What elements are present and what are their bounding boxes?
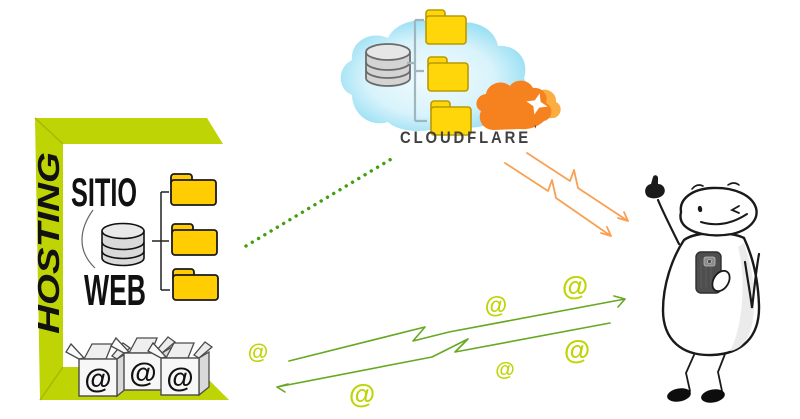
folder-icon: [171, 223, 218, 256]
thumbs-up-icon: [645, 175, 665, 199]
site-tree-connector: [152, 191, 170, 291]
at-symbol: @: [248, 341, 268, 364]
cloudflare-logo-icon: [476, 80, 561, 130]
raised-arm: [656, 198, 681, 246]
cloudflare-group: CLOUDFLARE ’: [340, 9, 561, 147]
phone-hand: [711, 269, 731, 293]
cloudflare-trademark: ’: [534, 124, 537, 134]
at-symbol: @: [349, 379, 375, 409]
character-shading: [730, 243, 755, 351]
character-body: [661, 231, 761, 357]
left-foot: [667, 388, 691, 402]
sitio-web-curve: [81, 209, 96, 269]
frame-fold-lines: [34, 117, 64, 401]
database-icon: [365, 43, 411, 87]
right-eyebrow: [727, 182, 740, 186]
folder-icon: [172, 268, 219, 301]
at-symbol: @: [495, 359, 515, 381]
wink-eye: [729, 205, 740, 214]
at-symbol: @: [564, 335, 590, 365]
left-eyebrow: [691, 184, 704, 190]
folder-icon: [170, 173, 217, 206]
hosting-label: HOSTING: [31, 152, 66, 334]
email-arrows: [276, 295, 626, 393]
email-arrow-incoming: [276, 322, 611, 393]
hosting-frame: [35, 118, 229, 400]
cloudflare-wordmark: CLOUDFLARE: [400, 129, 531, 147]
at-symbol: @: [562, 271, 588, 301]
character: [645, 175, 761, 403]
folder-icon: [425, 9, 467, 45]
cdn-arrow: [504, 152, 629, 237]
floating-at-symbols: @ @ @ @ @ @: [248, 271, 590, 409]
at-symbol: @: [485, 292, 507, 318]
left-eye: [697, 205, 703, 213]
mailboxes-group: [65, 336, 213, 397]
dns-dotted-line: [244, 156, 395, 248]
database-icon: [101, 222, 145, 267]
bent-arm: [743, 252, 761, 309]
hosting-group: HOSTING SITIO WEB: [31, 117, 229, 401]
legs: [685, 353, 726, 392]
email-arrow-outgoing: [288, 295, 626, 362]
sitio-label: SITIO: [71, 171, 137, 215]
smile: [700, 213, 748, 226]
web-label: WEB: [84, 266, 146, 315]
character-head: [679, 186, 758, 237]
cloud-tree-connector: [407, 18, 427, 123]
right-foot: [701, 389, 725, 403]
